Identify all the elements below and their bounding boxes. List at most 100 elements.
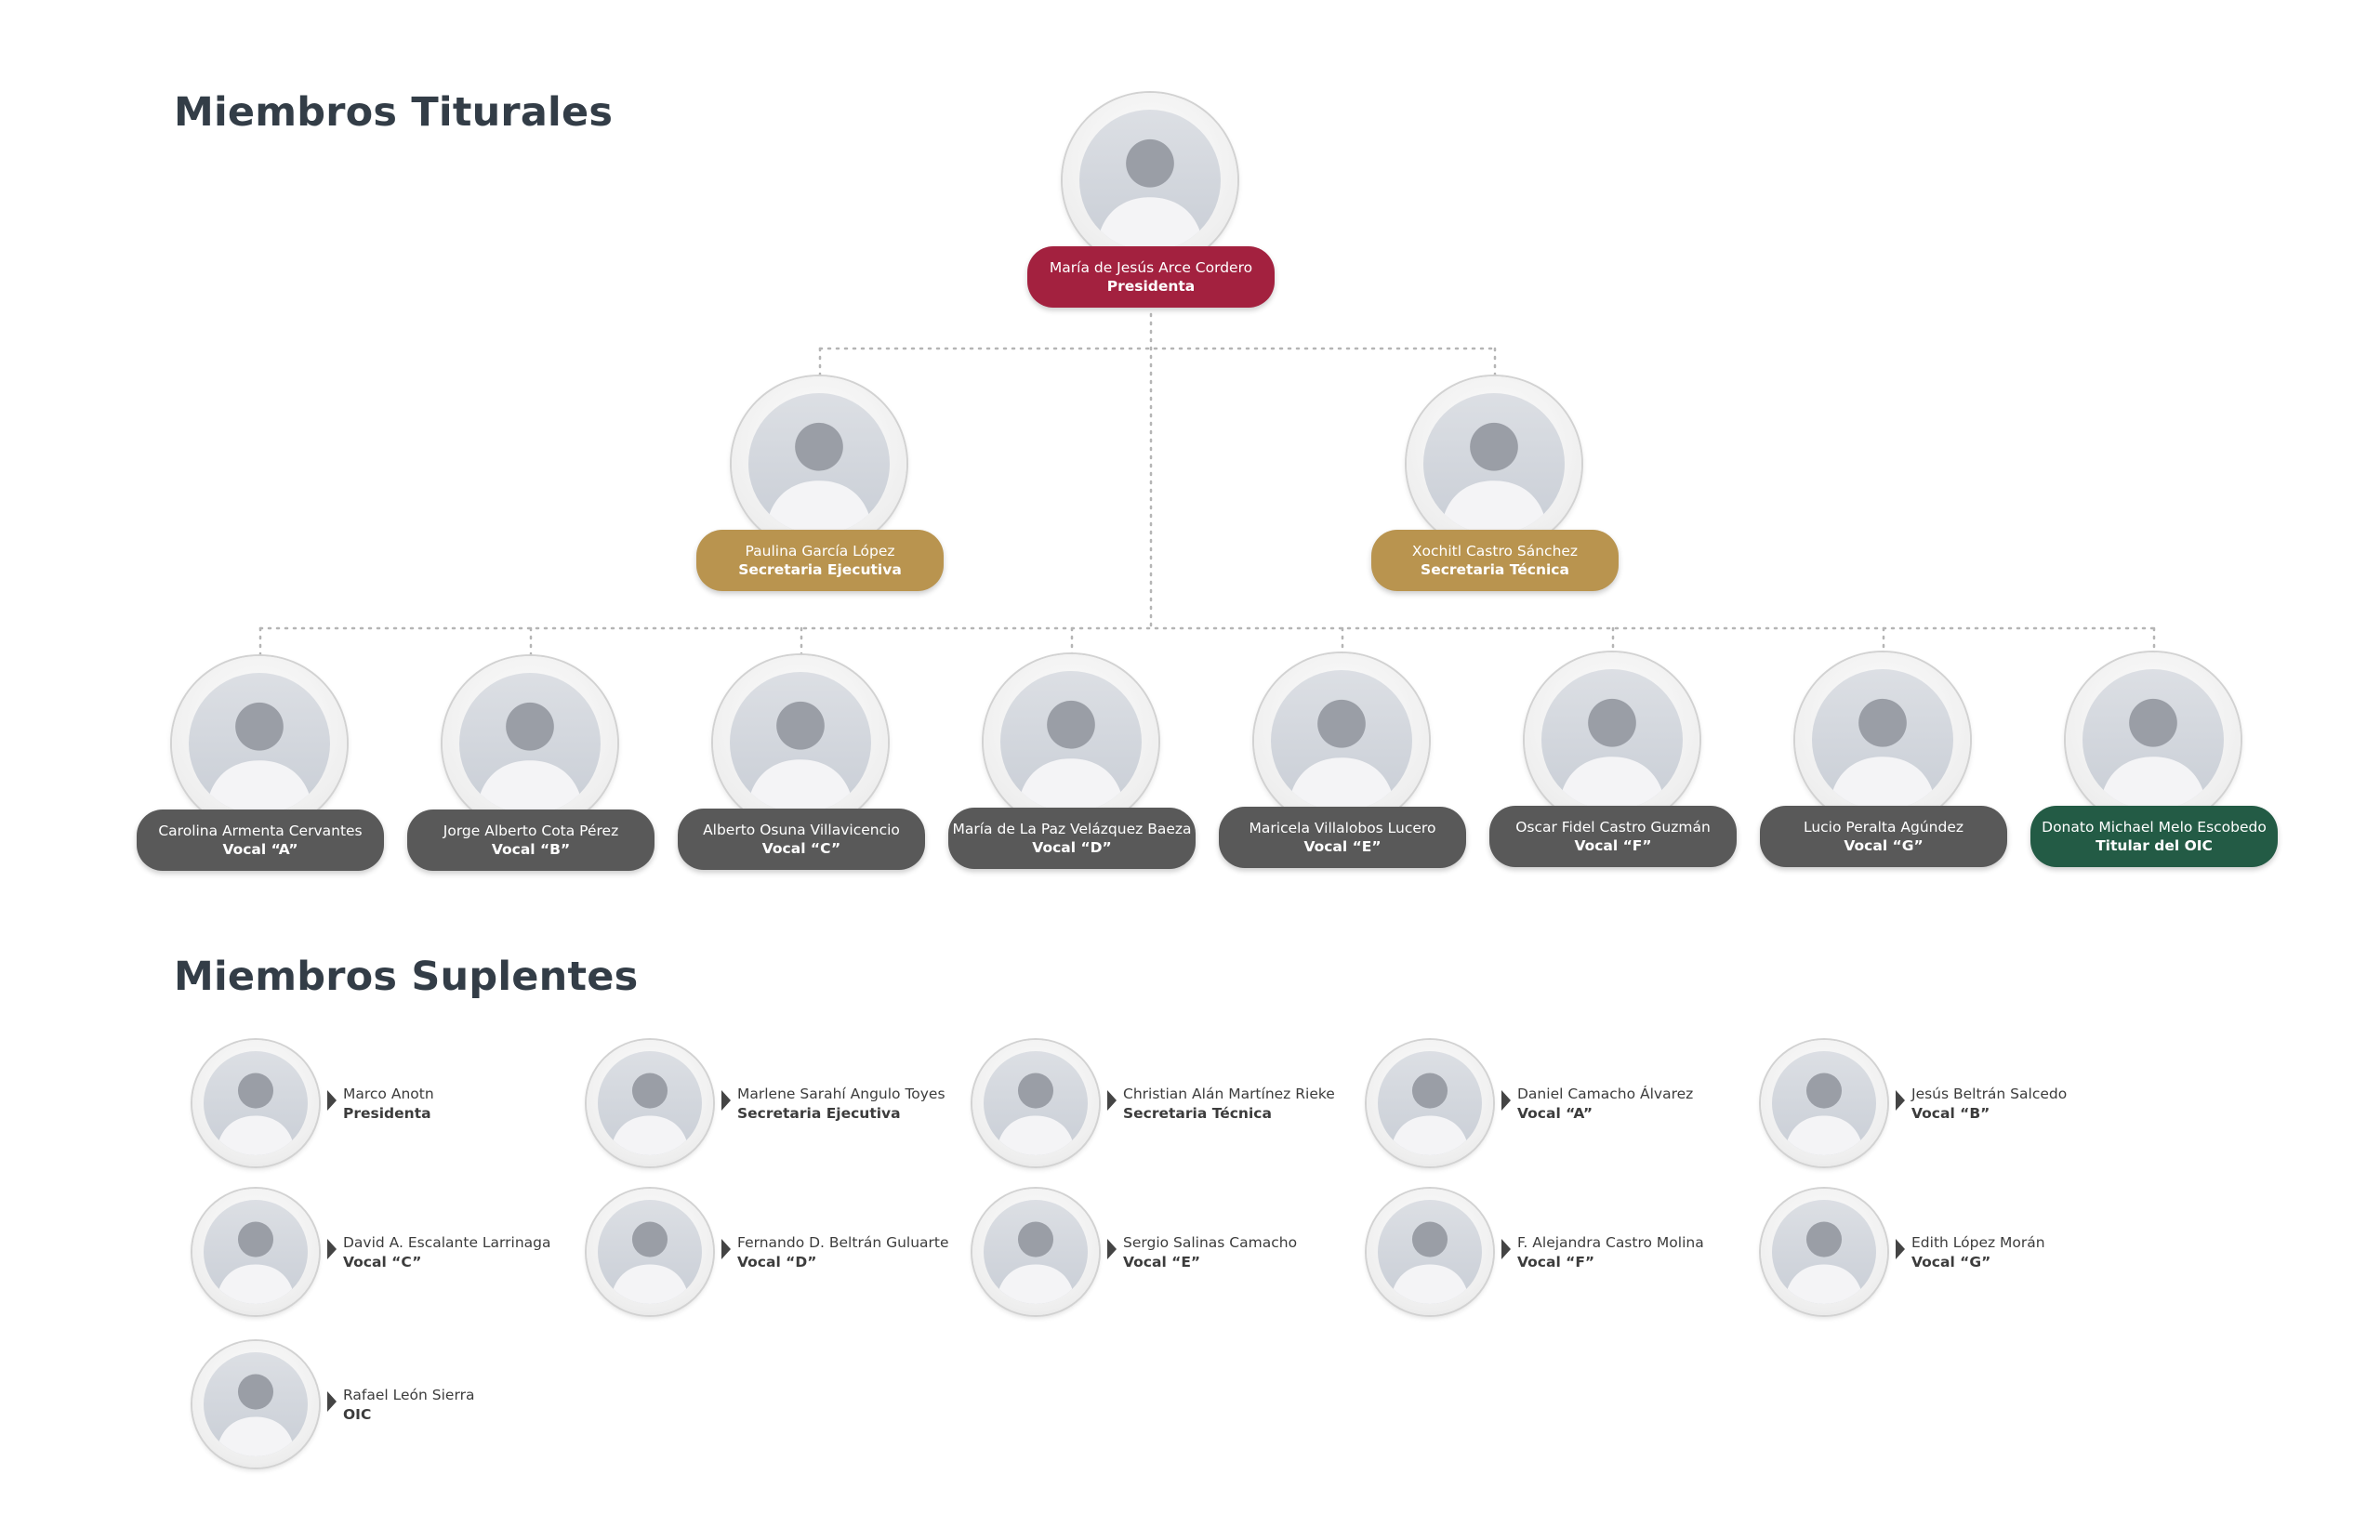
caret-right-icon [1501, 1090, 1511, 1111]
member-role: Vocal “B” [491, 841, 571, 858]
person-silhouette-icon [216, 1221, 296, 1304]
vocal-f-node: Oscar Fidel Castro Guzmán Vocal “F” [1489, 652, 1740, 867]
person-silhouette-icon [1784, 1073, 1864, 1155]
person-silhouette-icon [205, 702, 313, 814]
member-role: Vocal “E” [1303, 838, 1382, 855]
suplente-photo [192, 1040, 319, 1166]
member-name: Jorge Alberto Cota Pérez [443, 823, 619, 839]
caret-right-icon [1501, 1239, 1511, 1259]
titular-oic-node: Donato Michael Melo Escobedo Titular del… [2030, 652, 2281, 867]
member-role: Vocal “F” [1517, 1254, 1595, 1270]
member-role: Vocal “D” [737, 1254, 817, 1270]
caret-right-icon [1896, 1239, 1905, 1259]
vocal-photo [1525, 652, 1699, 827]
caret-right-icon [721, 1090, 731, 1111]
member-name: Xochitl Castro Sánchez [1411, 543, 1579, 559]
member-role: Vocal “G” [1911, 1254, 1991, 1270]
member-role: Vocal “A” [222, 841, 298, 858]
secretaria-tecnica-node: Xochitl Castro Sánchez Secretaria Técnic… [1371, 376, 1622, 591]
presidenta-label: María de Jesús Arce Cordero Presidenta [1027, 246, 1275, 308]
suplente-photo [1761, 1040, 1887, 1166]
suplente-photo [972, 1040, 1099, 1166]
secretaria-ejecutiva-node: Paulina García López Secretaria Ejecutiv… [696, 376, 947, 591]
member-role: OIC [343, 1406, 372, 1423]
person-silhouette-icon [1390, 1073, 1470, 1155]
vocal-label: Alberto Osuna Villavicencio Vocal “C” [678, 809, 925, 870]
presidenta-node: María de Jesús Arce Cordero Presidenta [1027, 93, 1278, 308]
member-name: Marco Anotn [343, 1086, 434, 1102]
person-silhouette-icon [1096, 138, 1204, 251]
vocal-label: Maricela Villalobos Lucero Vocal “E” [1219, 807, 1466, 868]
person-silhouette-icon [765, 422, 873, 534]
member-role: Presidenta [343, 1105, 431, 1122]
vocal-photo [1795, 652, 1970, 827]
suplente-photo [587, 1189, 713, 1315]
person-silhouette-icon [2099, 698, 2207, 810]
suplente-photo [192, 1189, 319, 1315]
person-silhouette-icon [216, 1073, 296, 1155]
caret-right-icon [1107, 1090, 1117, 1111]
member-role: Vocal “E” [1123, 1254, 1201, 1270]
member-name: Fernando D. Beltrán Guluarte [737, 1234, 949, 1251]
person-silhouette-icon [1440, 422, 1548, 534]
person-silhouette-icon [1558, 698, 1666, 810]
member-name: Marlene Sarahí Angulo Toyes [737, 1086, 945, 1102]
vocal-photo [713, 655, 888, 830]
member-name: María de Jesús Arce Cordero [1049, 259, 1253, 276]
member-name: Christian Alán Martínez Rieke [1123, 1086, 1335, 1102]
vocal-photo [1254, 653, 1429, 828]
member-role: Vocal “A” [1517, 1105, 1593, 1122]
person-silhouette-icon [1390, 1221, 1470, 1304]
secretaria-tecnica-photo [1407, 376, 1581, 551]
caret-right-icon [327, 1391, 337, 1412]
vocal-photo [984, 654, 1158, 829]
person-silhouette-icon [1829, 698, 1937, 810]
vocal-label: María de La Paz Velázquez Baeza Vocal “D… [948, 808, 1196, 869]
member-role: Secretaria Ejecutiva [738, 561, 902, 578]
suplente-photo [192, 1341, 319, 1468]
vocal-c-node: Alberto Osuna Villavicencio Vocal “C” [678, 655, 929, 870]
member-name: Sergio Salinas Camacho [1123, 1234, 1298, 1251]
member-role: Vocal “D” [1032, 839, 1112, 856]
member-name: Maricela Villalobos Lucero [1249, 820, 1436, 836]
member-name: Paulina García López [745, 543, 895, 559]
member-name: Edith López Morán [1911, 1234, 2045, 1251]
secretaria-tecnica-label: Xochitl Castro Sánchez Secretaria Técnic… [1371, 530, 1619, 591]
person-silhouette-icon [996, 1221, 1076, 1304]
member-role: Vocal “G” [1844, 837, 1924, 854]
suplente-photo [1761, 1189, 1887, 1315]
person-silhouette-icon [1288, 699, 1395, 811]
member-role: Vocal “C” [761, 840, 841, 857]
member-role: Secretaria Técnica [1123, 1105, 1272, 1122]
caret-right-icon [721, 1239, 731, 1259]
member-name: David A. Escalante Larrinaga [343, 1234, 551, 1251]
member-name: Daniel Camacho Álvarez [1517, 1086, 1694, 1102]
person-silhouette-icon [216, 1374, 296, 1456]
person-silhouette-icon [996, 1073, 1076, 1155]
vocal-label: Lucio Peralta Agúndez Vocal “G” [1760, 806, 2007, 867]
member-name: F. Alejandra Castro Molina [1517, 1234, 1704, 1251]
suplente-photo [587, 1040, 713, 1166]
suplente-photo [1367, 1040, 1493, 1166]
vocal-a-node: Carolina Armenta Cervantes Vocal “A” [137, 656, 388, 871]
member-role: Vocal “C” [343, 1254, 422, 1270]
suplente-photo [972, 1189, 1099, 1315]
member-name: Carolina Armenta Cervantes [158, 823, 363, 839]
caret-right-icon [1107, 1239, 1117, 1259]
member-name: Oscar Fidel Castro Guzmán [1515, 819, 1711, 836]
vocal-d-node: María de La Paz Velázquez Baeza Vocal “D… [948, 654, 1199, 869]
member-role: Titular del OIC [2096, 837, 2213, 854]
caret-right-icon [327, 1090, 337, 1111]
member-name: Jesús Beltrán Salcedo [1911, 1086, 2068, 1102]
member-role: Secretaria Ejecutiva [737, 1105, 901, 1122]
vocal-b-node: Jorge Alberto Cota Pérez Vocal “B” [407, 656, 658, 871]
